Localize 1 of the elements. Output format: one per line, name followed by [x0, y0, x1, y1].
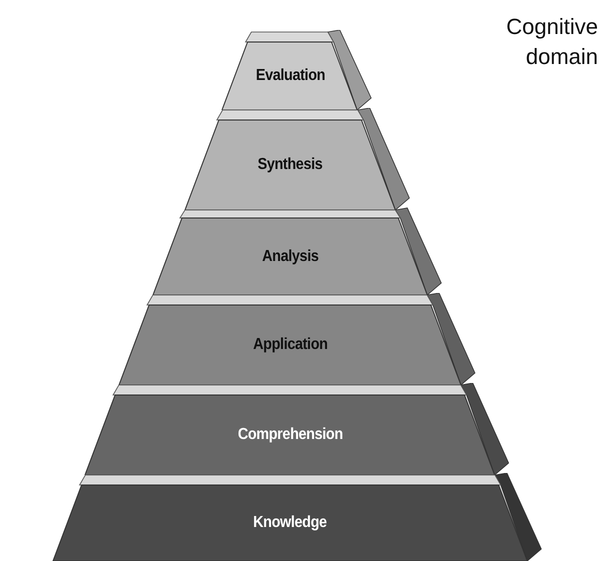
title: Cognitive domain — [505, 13, 598, 71]
